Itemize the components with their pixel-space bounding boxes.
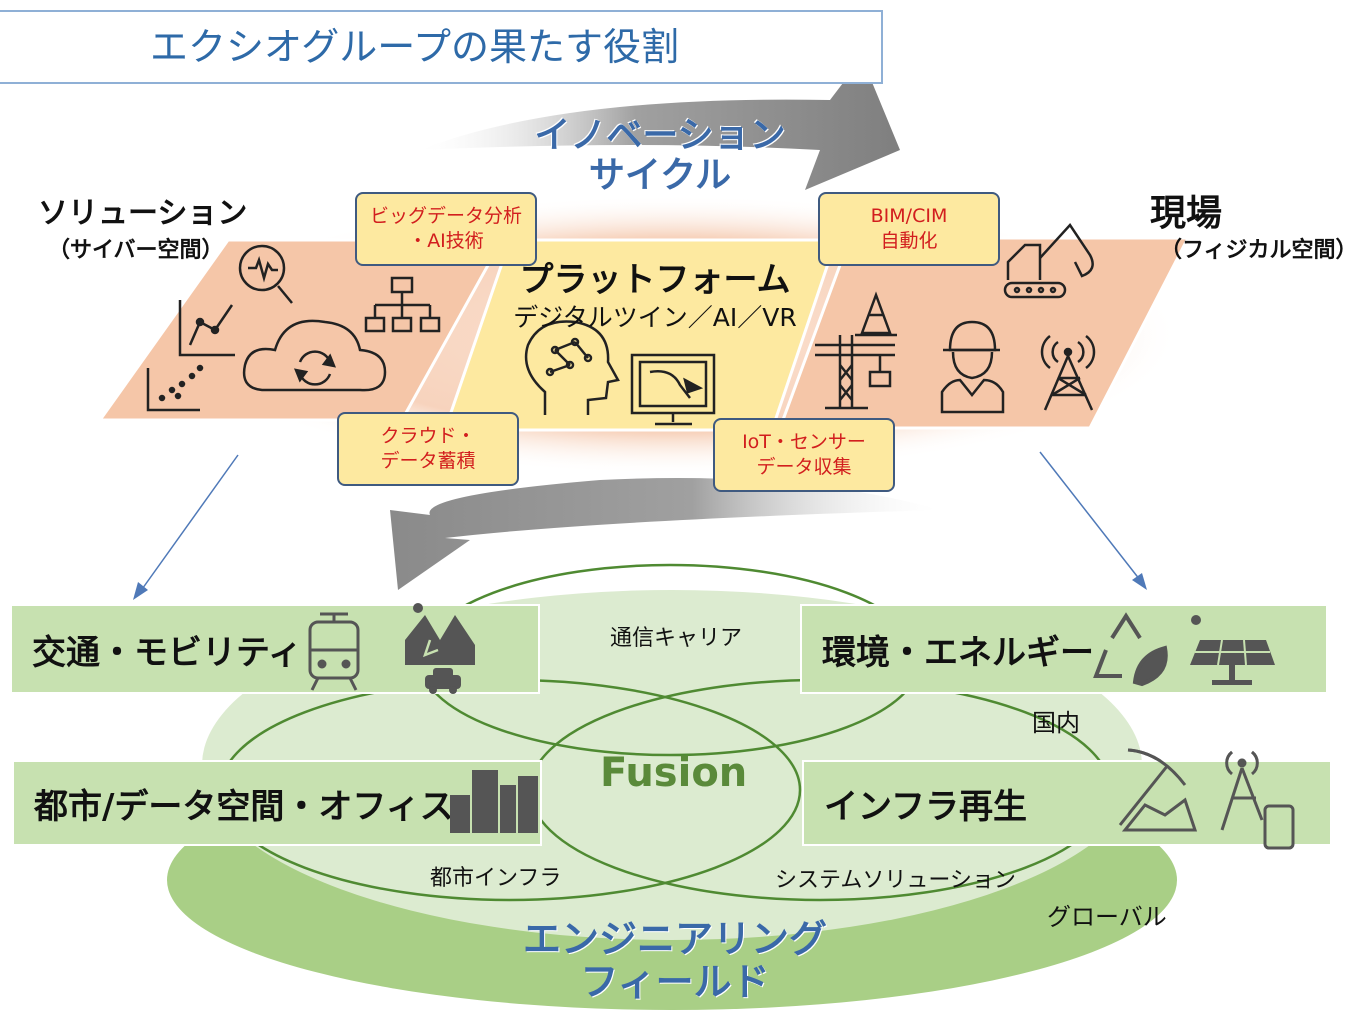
tag-cloud: クラウド・ データ蓄積 — [337, 412, 519, 486]
tag-bimcim-line1: BIM/CIM — [870, 205, 948, 228]
worker-icon — [940, 320, 1005, 414]
antenna-tower-icon — [1040, 335, 1096, 411]
monitor-path-icon — [630, 353, 716, 426]
label-urban-infra: 都市インフラ — [430, 866, 562, 891]
label-global: グローバル — [1047, 903, 1167, 931]
physical-subtitle: （フィジカル空間） — [1160, 238, 1358, 263]
label-carrier: 通信キャリア — [610, 626, 743, 651]
cycle-arrow-top — [420, 58, 900, 190]
field-urban-label: 都市/データ空間・オフィス — [34, 786, 454, 827]
engineering-field-label: エンジニアリング フィールド — [490, 918, 860, 1003]
cycle-arrow-bottom — [390, 478, 940, 590]
cyber-subtitle: （サイバー空間） — [48, 238, 224, 263]
chart-icon — [178, 300, 235, 357]
cyber-title: ソリューション — [38, 196, 248, 231]
city-car-icon — [405, 603, 475, 694]
innovation-cycle-line2: サイクル — [588, 155, 732, 197]
buildings-icon — [450, 770, 538, 833]
physical-panel — [777, 236, 1191, 430]
pickaxe-icon — [1118, 748, 1198, 832]
ai-head-icon — [524, 320, 620, 415]
arrow-to-environment — [1039, 451, 1141, 581]
field-infra-label: インフラ再生 — [824, 786, 1027, 827]
arrow-to-environment-head — [1132, 573, 1147, 590]
tower-phone-icon — [1220, 750, 1295, 850]
tag-iot: IoT・センサー データ収集 — [713, 418, 895, 492]
platform-subtitle: デジタルツイン／AI／VR — [513, 303, 797, 332]
cloud-sync-icon — [242, 319, 387, 392]
tag-bigdata-line1: ビッグデータ分析 — [369, 205, 522, 228]
tag-bigdata: ビッグデータ分析 ・AI技術 — [355, 192, 537, 266]
fusion-label: Fusion — [600, 750, 748, 796]
tag-cloud-line1: クラウド・ — [380, 425, 476, 448]
magnifier-icon — [238, 244, 293, 304]
field-transport-label: 交通・モビリティ — [32, 632, 302, 673]
crane-icon — [815, 335, 895, 410]
innovation-cycle-line1: イノベーション — [534, 115, 786, 156]
scatter-icon — [146, 364, 204, 412]
train-icon — [308, 612, 360, 691]
platform-title: プラットフォーム — [519, 260, 791, 300]
tag-bimcim: BIM/CIM 自動化 — [818, 192, 1000, 266]
hierarchy-icon — [364, 276, 441, 333]
page-title: エクシオグループの果たす役割 — [150, 25, 679, 69]
tag-iot-line1: IoT・センサー — [742, 431, 866, 454]
physical-title: 現場 — [1150, 193, 1223, 234]
engineering-line1: エンジニアリング — [522, 917, 827, 961]
innovation-cycle-label: イノベーション サイクル — [520, 115, 800, 197]
solar-panel-icon — [1190, 615, 1275, 685]
excavator-icon — [1003, 222, 1094, 299]
label-system-solution: システムソリューション — [775, 868, 1016, 893]
engineering-line2: フィールド — [580, 959, 770, 1004]
title-banner: エクシオグループの果たす役割 — [0, 10, 883, 84]
tag-iot-line2: データ収集 — [756, 456, 852, 478]
tag-bigdata-line2: ・AI技術 — [408, 230, 484, 252]
label-domestic: 国内 — [1032, 709, 1080, 737]
recycle-leaf-icon — [1093, 612, 1168, 687]
arrow-to-transport — [139, 454, 239, 593]
tag-bimcim-line2: 自動化 — [880, 230, 938, 252]
field-environment-label: 環境・エネルギー — [822, 632, 1094, 673]
arrow-to-transport-head — [133, 582, 148, 600]
cone-icon — [855, 291, 897, 337]
tag-cloud-line2: データ蓄積 — [380, 450, 476, 472]
